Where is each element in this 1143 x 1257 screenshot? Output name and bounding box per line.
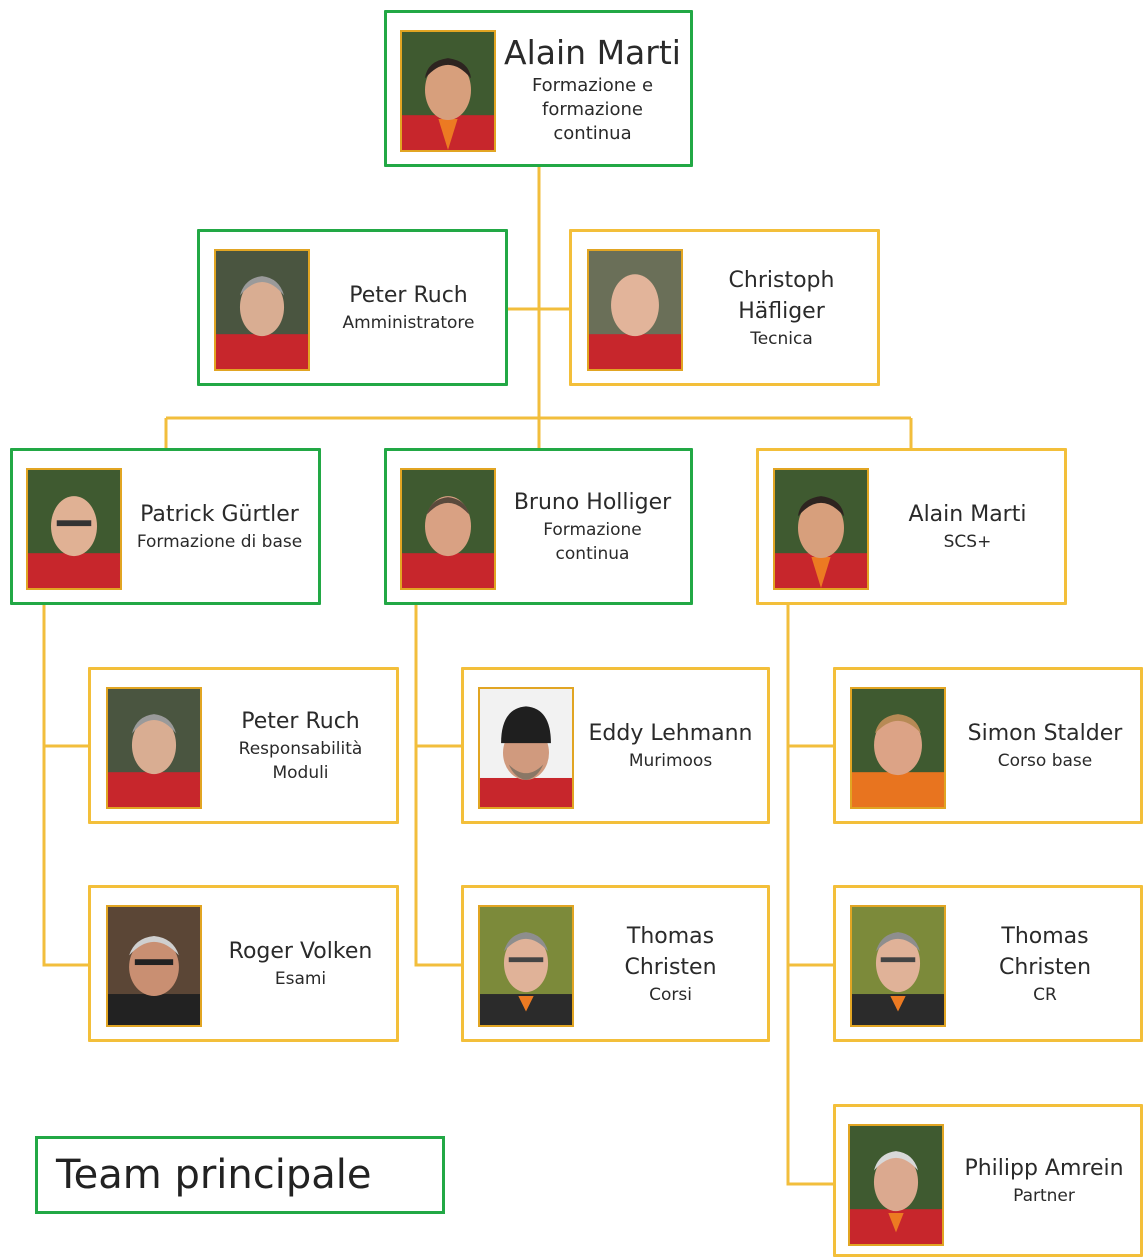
person-role: Murimoos bbox=[628, 751, 713, 771]
person-name: Christoph Häfliger bbox=[728, 267, 835, 324]
card-alain-marti-top: Alain Marti Formazione e formazione cont… bbox=[384, 10, 693, 167]
person-name: Alain Marti bbox=[908, 502, 1027, 527]
person-role: Corsi bbox=[649, 984, 692, 1005]
portrait-photo-icon bbox=[106, 687, 202, 809]
person-role: Corso base bbox=[997, 751, 1093, 771]
person-role: Formazione e formazione continua bbox=[531, 74, 654, 144]
card-peter-ruch-modules: Peter Ruch Responsabilità Moduli bbox=[88, 667, 399, 824]
card-thomas-christen-cr: Thomas Christen CR bbox=[833, 885, 1143, 1042]
person-role: Partner bbox=[1013, 1186, 1075, 1206]
person-role: Responsabilità Moduli bbox=[238, 739, 363, 783]
portrait-photo-icon bbox=[850, 905, 946, 1027]
person-name: Peter Ruch bbox=[349, 283, 468, 308]
card-alain-marti-scs: Alain Marti SCS+ bbox=[756, 448, 1067, 605]
person-role: Amministratore bbox=[342, 313, 475, 333]
person-name: Roger Volken bbox=[228, 939, 373, 964]
portrait-photo-icon bbox=[848, 1124, 944, 1246]
card-peter-ruch-admin: Peter Ruch Amministratore bbox=[197, 229, 508, 386]
card-simon-stalder: Simon Stalder Corso base bbox=[833, 667, 1143, 824]
card-philipp-amrein: Philipp Amrein Partner bbox=[833, 1104, 1143, 1257]
card-roger-volken: Roger Volken Esami bbox=[88, 885, 399, 1042]
portrait-photo-icon bbox=[478, 687, 574, 809]
card-bruno-holliger: Bruno Holliger Formazione continua bbox=[384, 448, 693, 605]
portrait-photo-icon bbox=[850, 687, 946, 809]
card-christoph-hafliger: Christoph Häfliger Tecnica bbox=[569, 229, 880, 386]
person-role: Formazione continua bbox=[543, 520, 642, 564]
portrait-photo-icon bbox=[214, 249, 310, 371]
person-role: Tecnica bbox=[750, 328, 813, 349]
connector-base-branch bbox=[42, 604, 88, 967]
portrait-photo-icon bbox=[106, 905, 202, 1027]
person-role: CR bbox=[1033, 984, 1057, 1005]
person-name: Patrick Gürtler bbox=[140, 502, 299, 527]
person-name: Simon Stalder bbox=[967, 721, 1123, 746]
person-name: Eddy Lehmann bbox=[588, 721, 753, 746]
connector-cont-branch bbox=[414, 604, 461, 967]
person-role: Esami bbox=[274, 969, 327, 989]
portrait-photo-icon bbox=[587, 249, 683, 371]
person-name: Alain Marti bbox=[504, 32, 681, 72]
person-name: Thomas Christen bbox=[998, 923, 1092, 980]
person-role: Formazione di base bbox=[136, 532, 303, 552]
person-name: Bruno Holliger bbox=[513, 490, 672, 515]
legend-team-principale: Team principale bbox=[35, 1136, 445, 1214]
person-name: Thomas Christen bbox=[624, 923, 717, 980]
portrait-photo-icon bbox=[773, 468, 869, 590]
card-patrick-gurtler: Patrick Gürtler Formazione di base bbox=[10, 448, 321, 605]
card-thomas-christen-corsi: Thomas Christen Corsi bbox=[461, 885, 770, 1042]
connector-scs-branch bbox=[786, 604, 834, 1186]
person-name: Philipp Amrein bbox=[964, 1156, 1124, 1181]
portrait-photo-icon bbox=[26, 468, 122, 590]
card-eddy-lehmann: Eddy Lehmann Murimoos bbox=[461, 667, 770, 824]
person-name: Peter Ruch bbox=[241, 709, 360, 734]
person-role: SCS+ bbox=[943, 532, 992, 552]
portrait-photo-icon bbox=[400, 468, 496, 590]
portrait-photo-icon bbox=[400, 30, 496, 152]
portrait-photo-icon bbox=[478, 905, 574, 1027]
